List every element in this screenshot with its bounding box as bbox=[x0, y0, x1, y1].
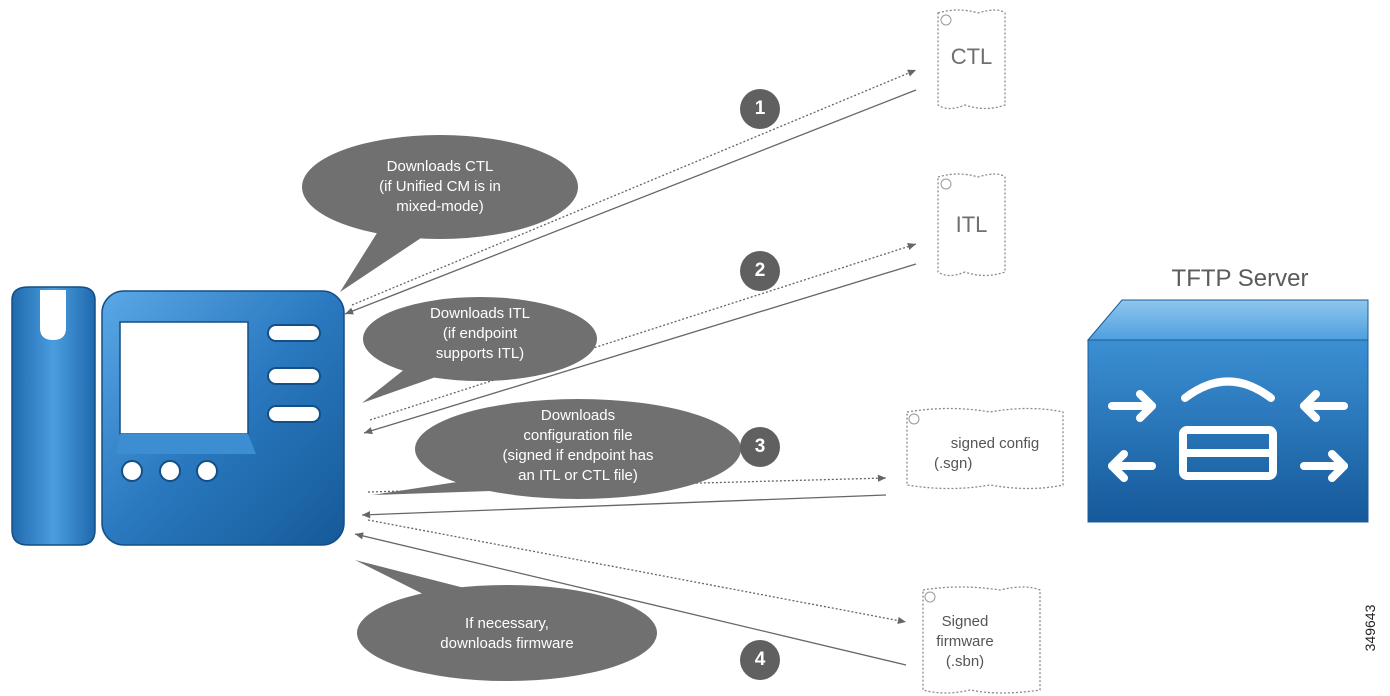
step-3-circle bbox=[740, 427, 780, 467]
itl-file-label: ITL bbox=[955, 212, 988, 237]
step-4-circle bbox=[740, 640, 780, 680]
step4-request-arrow bbox=[367, 519, 907, 625]
callout-ctl-text: Downloads CTL (if Unified CM is in mixed… bbox=[379, 158, 501, 215]
step-4-number: 4 bbox=[754, 649, 766, 670]
callout-config-text: Downloads configuration file (signed if … bbox=[502, 407, 654, 484]
itl-file-icon bbox=[937, 173, 1006, 277]
callout-bubble-firmware bbox=[355, 560, 657, 681]
config-file-icon bbox=[906, 407, 1064, 490]
ctl-file-label: CTL bbox=[950, 44, 993, 69]
step-3-number: 3 bbox=[754, 436, 766, 457]
phone-screen bbox=[119, 321, 249, 435]
step1-request-arrow bbox=[351, 69, 917, 306]
firmware-file-icon bbox=[922, 586, 1041, 694]
callout-bubble-ctl bbox=[302, 135, 578, 292]
step-2-number: 2 bbox=[754, 260, 766, 281]
config-file-label: signed config (.sgn) bbox=[934, 435, 1040, 472]
server-title: TFTP Server bbox=[1171, 265, 1309, 292]
tftp-server-icon bbox=[1086, 299, 1369, 523]
ctl-file-icon bbox=[937, 9, 1006, 110]
ip-phone-icon bbox=[11, 286, 345, 546]
callout-firmware-text: If necessary, downloads firmware bbox=[440, 615, 574, 652]
callout-bubble-itl bbox=[362, 297, 597, 403]
figure-id: 349643 bbox=[1362, 604, 1378, 652]
step-2-circle bbox=[740, 251, 780, 291]
step4-download-arrow bbox=[354, 532, 907, 666]
step2-download-arrow bbox=[363, 263, 917, 435]
step3-download-arrow bbox=[361, 494, 887, 519]
callout-bubble-config bbox=[372, 399, 741, 499]
step-1-circle bbox=[740, 89, 780, 129]
step-1-number: 1 bbox=[754, 98, 766, 119]
firmware-file-label: Signed firmware (.sbn) bbox=[936, 613, 994, 670]
step1-download-arrow bbox=[344, 89, 917, 315]
callout-itl-text: Downloads ITL (if endpoint supports ITL) bbox=[429, 305, 531, 362]
